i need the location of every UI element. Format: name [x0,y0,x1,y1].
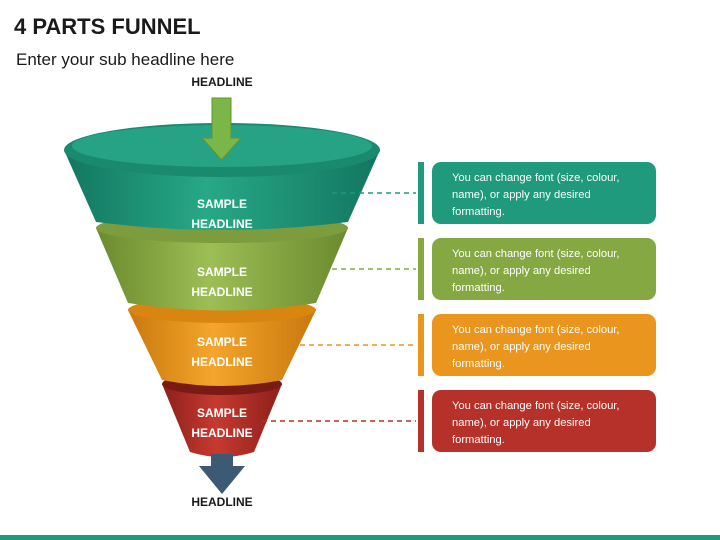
page-title: 4 PARTS FUNNEL [14,14,201,39]
arrow-down-icon [200,97,243,161]
tier-1-textbox: You can change font (size, colour, name)… [432,162,656,224]
tier-2-bar [418,238,424,300]
tier-4-bar [418,390,424,452]
tier-3-bar [418,314,424,376]
tier-3-textbox: You can change font (size, colour, name)… [432,314,656,376]
funnel-input-headline: HEADLINE [191,75,253,89]
footer-bar [0,535,720,540]
tier-4-textbox: You can change font (size, colour, name)… [432,390,656,452]
tier-1-bar [418,162,424,224]
funnel-output-headline: HEADLINE [191,495,253,509]
tier-2-textbox: You can change font (size, colour, name)… [432,238,656,300]
arrow-down-output-icon [199,454,245,494]
page-subtitle: Enter your sub headline here [16,50,235,69]
